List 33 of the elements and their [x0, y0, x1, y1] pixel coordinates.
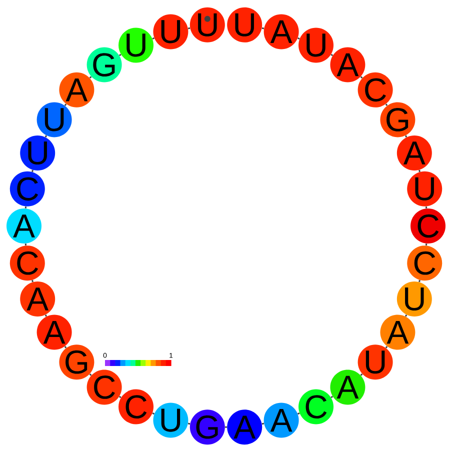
backbone-line — [404, 135, 408, 138]
backbone-line — [404, 314, 408, 317]
backbone-line — [118, 54, 122, 56]
backbone-line — [298, 37, 300, 40]
backbone-line — [360, 76, 363, 79]
backbone-line — [89, 373, 92, 376]
backbone-line — [330, 396, 334, 398]
backbone-line — [418, 170, 420, 172]
backbone-line — [152, 37, 154, 40]
backbone-line — [330, 54, 334, 56]
backbone-line — [64, 346, 67, 348]
backbone-line — [418, 280, 420, 282]
backbone-line — [188, 422, 190, 425]
backbone-line — [385, 104, 388, 106]
backbone-line — [360, 373, 363, 376]
backbone-line — [188, 27, 190, 30]
backbone-line — [32, 280, 34, 282]
backbone-line — [24, 206, 27, 208]
backbone-line — [262, 27, 264, 30]
backbone-line — [44, 314, 48, 317]
backbone-line — [24, 244, 27, 246]
backbone-line — [118, 396, 122, 398]
backbone-line — [425, 244, 428, 246]
backbone-line — [425, 206, 428, 208]
backbone-line — [262, 422, 264, 425]
backbone-line — [152, 412, 154, 415]
backbone-line — [298, 412, 300, 415]
backbone-line — [385, 346, 388, 348]
backbone-line — [44, 135, 48, 138]
backbone-line — [225, 426, 227, 428]
backbone-line — [89, 76, 92, 79]
backbone-line — [32, 170, 34, 172]
backbone-line — [64, 104, 67, 106]
